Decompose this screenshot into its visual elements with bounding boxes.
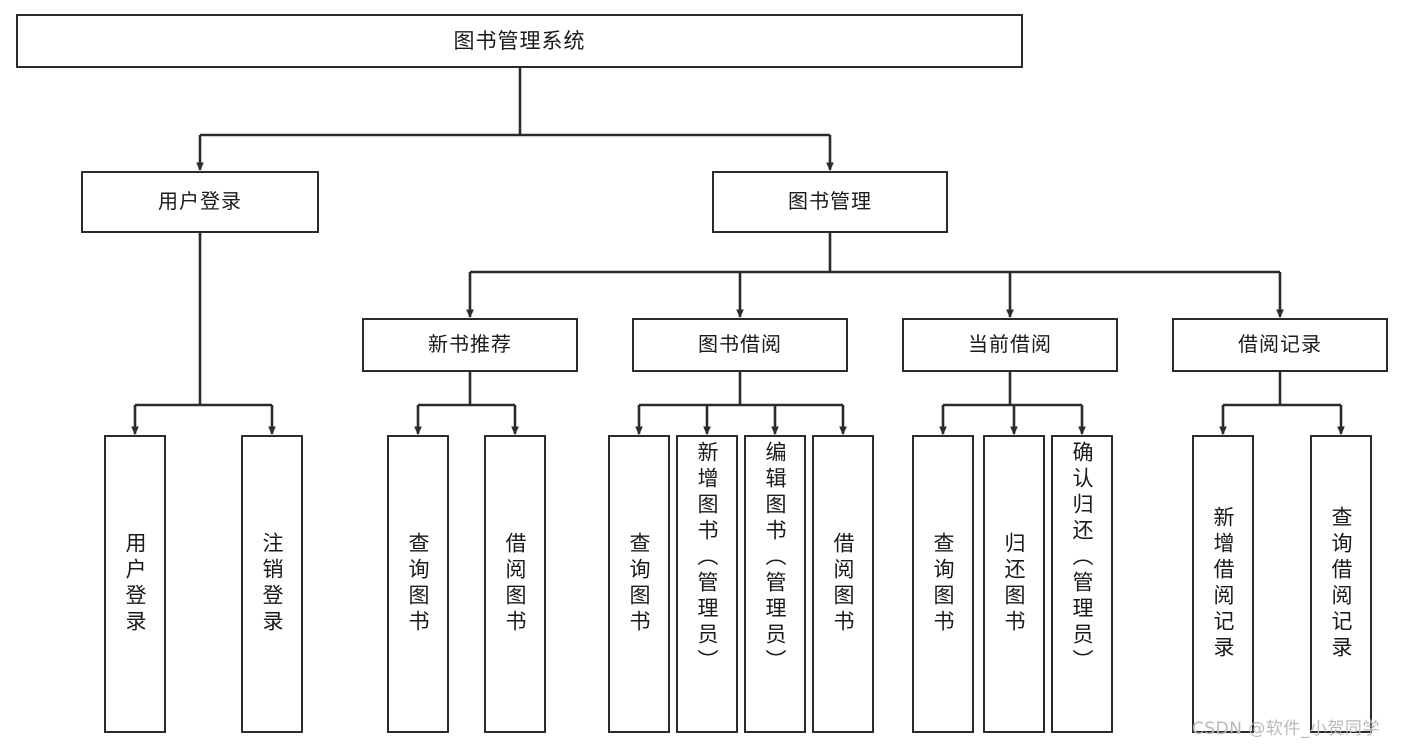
node-bookmgmt[interactable]: 图书管理 (712, 171, 948, 233)
node-label: 图书管理系统 (453, 28, 586, 53)
node-label: 图书借阅 (698, 332, 782, 357)
node-label: 注销登录 (260, 532, 285, 636)
node-leaf-borrow-1[interactable]: 查询图书 (608, 435, 670, 733)
node-label: 编辑图书（管理员） (763, 441, 788, 675)
node-label: 查询图书 (627, 532, 652, 636)
node-label: 借阅图书 (831, 532, 856, 636)
node-label: 用户登录 (123, 532, 148, 636)
node-leaf-cur-2[interactable]: 归还图书 (983, 435, 1045, 733)
node-label: 新书推荐 (428, 332, 512, 357)
node-label: 当前借阅 (968, 332, 1052, 357)
node-borrow[interactable]: 图书借阅 (632, 318, 848, 372)
node-root[interactable]: 图书管理系统 (16, 14, 1023, 68)
connector-lines (131, 68, 1345, 436)
node-leaf-cur-1[interactable]: 查询图书 (912, 435, 974, 733)
node-label: 查询借阅记录 (1329, 506, 1354, 662)
node-leaf-rec-1[interactable]: 新增借阅记录 (1192, 435, 1254, 733)
node-label: 新增图书（管理员） (695, 441, 720, 675)
node-records[interactable]: 借阅记录 (1172, 318, 1388, 372)
node-label: 查询图书 (406, 532, 431, 636)
node-label: 确认归还（管理员） (1070, 441, 1095, 675)
node-label: 查询图书 (931, 532, 956, 636)
node-leaf-login-2[interactable]: 注销登录 (241, 435, 303, 733)
node-label: 新增借阅记录 (1211, 506, 1236, 662)
node-leaf-rec-2[interactable]: 查询借阅记录 (1310, 435, 1372, 733)
node-leaf-borrow-4[interactable]: 借阅图书 (812, 435, 874, 733)
node-leaf-new-2[interactable]: 借阅图书 (484, 435, 546, 733)
node-label: 归还图书 (1002, 532, 1027, 636)
node-label: 借阅图书 (503, 532, 528, 636)
node-leaf-borrow-2[interactable]: 新增图书（管理员） (676, 435, 738, 733)
node-login[interactable]: 用户登录 (81, 171, 319, 233)
node-leaf-cur-3[interactable]: 确认归还（管理员） (1051, 435, 1113, 733)
node-label: 图书管理 (788, 189, 872, 214)
node-leaf-login-1[interactable]: 用户登录 (104, 435, 166, 733)
node-leaf-borrow-3[interactable]: 编辑图书（管理员） (744, 435, 806, 733)
node-current[interactable]: 当前借阅 (902, 318, 1118, 372)
node-label: 用户登录 (158, 189, 242, 214)
watermark-label: CSDN @软件_小贺同学 (1192, 719, 1380, 739)
node-label: 借阅记录 (1238, 332, 1322, 357)
node-newbook[interactable]: 新书推荐 (362, 318, 578, 372)
node-leaf-new-1[interactable]: 查询图书 (387, 435, 449, 733)
